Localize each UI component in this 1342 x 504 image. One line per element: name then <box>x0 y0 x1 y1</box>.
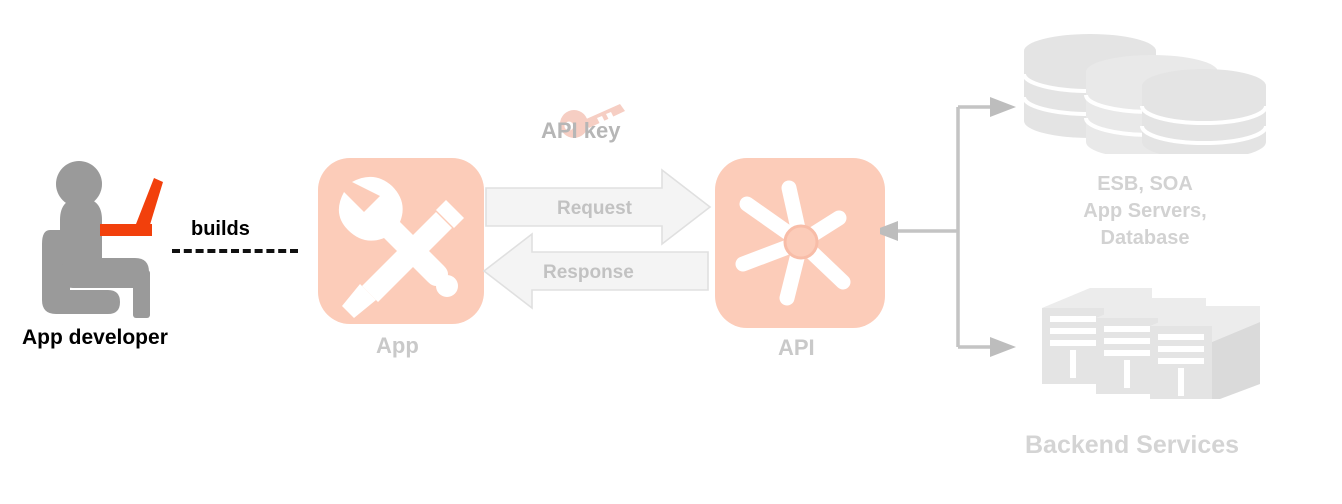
api-label: API <box>778 335 815 360</box>
api-node <box>715 158 885 328</box>
datastore-label-line3: Database <box>1100 227 1190 249</box>
response-arrow <box>482 232 710 310</box>
builds-dashed-line <box>172 249 298 253</box>
datastore-label-group: ESB, SOA App Servers, Database <box>1040 171 1250 252</box>
backend-connector-group <box>872 95 1020 360</box>
connector-lines <box>872 97 1016 357</box>
builds-edge-label: builds <box>191 218 250 240</box>
backend-node <box>1028 284 1268 402</box>
datastore-node <box>1018 34 1268 159</box>
datastore-label-line2: App Servers, <box>1083 200 1207 222</box>
api-key-node <box>558 100 628 140</box>
arrow-left-shape <box>482 232 709 310</box>
api-star-icon <box>735 180 851 306</box>
server-rack-icon <box>1042 288 1260 402</box>
request-arrow <box>484 168 712 246</box>
seated-developer-icon <box>42 161 163 318</box>
app-label: App <box>376 333 419 358</box>
database-stack-icon <box>1022 34 1268 159</box>
datastore-label-line1: ESB, SOA <box>1097 173 1193 195</box>
backend-label: Backend Services <box>1025 431 1240 459</box>
wrench-and-pencil-icon <box>338 176 464 318</box>
app-node <box>318 158 484 324</box>
app-developer-node <box>40 158 190 318</box>
arrow-right-shape <box>485 168 712 246</box>
api-key-label: API key <box>541 118 621 143</box>
key-icon <box>560 104 625 138</box>
app-developer-label: App developer <box>22 326 168 349</box>
request-label: Request <box>557 198 632 219</box>
response-label: Response <box>543 262 634 283</box>
